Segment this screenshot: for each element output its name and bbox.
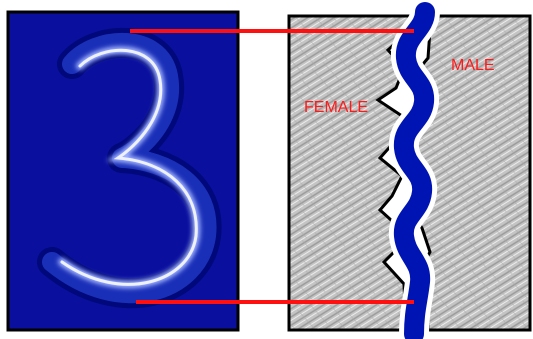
profile-panel bbox=[8, 12, 238, 330]
female-label: FEMALE bbox=[304, 99, 368, 116]
male-label: MALE bbox=[451, 57, 495, 74]
